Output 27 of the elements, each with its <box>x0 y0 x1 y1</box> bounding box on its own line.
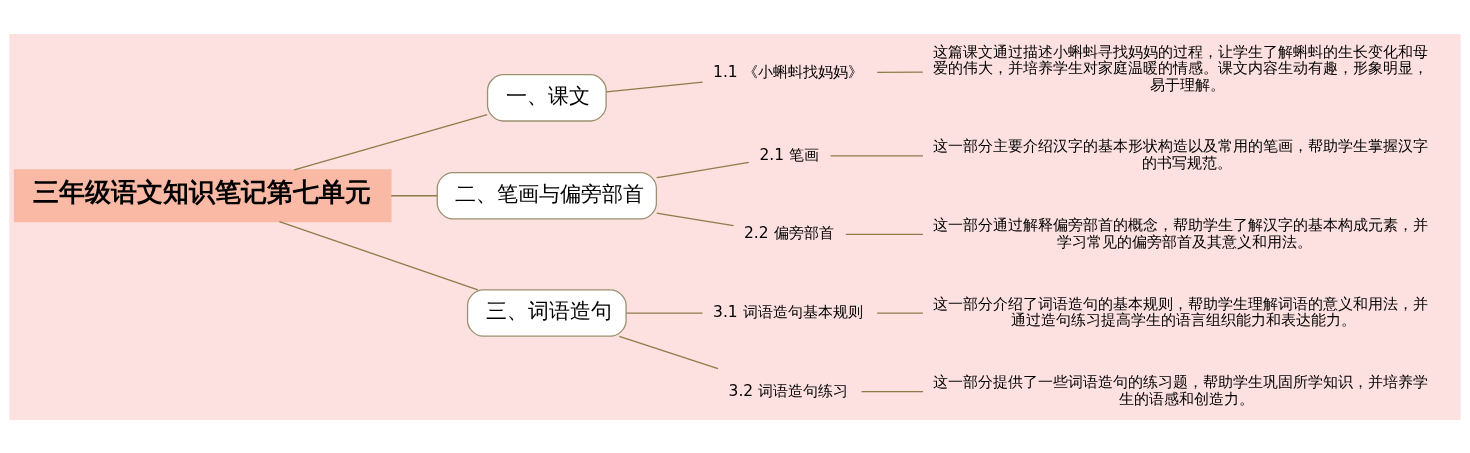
node-box: 二、笔画与偏旁部首 <box>436 171 658 220</box>
node-text: 这一部分提供了一些词语造句的练习题，帮助学生巩固所学知识，并培养学生的语感和创造力。 <box>933 372 1429 408</box>
connector <box>845 233 924 235</box>
connector <box>829 154 924 156</box>
node-box: 三、词语造句 <box>466 288 627 337</box>
node-text: 这一部分主要介绍汉字的基本形状构造以及常用的笔画，帮助学生掌握汉字的书写规范。 <box>933 136 1429 172</box>
connector <box>656 161 750 178</box>
connector <box>605 80 704 92</box>
connector <box>293 113 488 171</box>
node-box: 一、课文 <box>486 73 607 122</box>
connector <box>860 390 924 392</box>
node-text: 2.1 笔画 <box>759 145 819 164</box>
node-text: 这一部分介绍了词语造句的基本规则，帮助学生理解词语的意义和用法，并通过造句练习提高学生的语言组织能力和表达能力。 <box>933 294 1429 329</box>
connector <box>656 212 735 226</box>
node-text: 1.1 《小蝌蚪找妈妈》 <box>713 62 863 81</box>
connector <box>390 194 438 196</box>
node-box: 三年级语文知识笔记第七单元 <box>13 168 392 222</box>
node-text: 3.2 词语造句练习 <box>728 381 849 400</box>
node-text: 3.1 词语造句基本规则 <box>713 302 863 321</box>
connector <box>278 220 479 290</box>
node-text: 这一部分通过解释偏旁部首的概念，帮助学生了解汉字的基本构成元素，并学习常见的偏旁部首及其意义和用法。 <box>933 215 1429 251</box>
node-text: 这篇课文通过描述小蝌蚪寻找妈妈的过程，让学生了解蝌蚪的生长变化和母爱的伟大，并培养学生对家庭温暖的情感。课文内容生动有趣，形象明显，易于理解。 <box>933 42 1429 94</box>
connector <box>625 311 704 314</box>
node-text: 2.2 偏旁部首 <box>744 223 834 242</box>
connector <box>618 335 719 369</box>
connector <box>876 70 924 73</box>
connector <box>876 311 924 314</box>
